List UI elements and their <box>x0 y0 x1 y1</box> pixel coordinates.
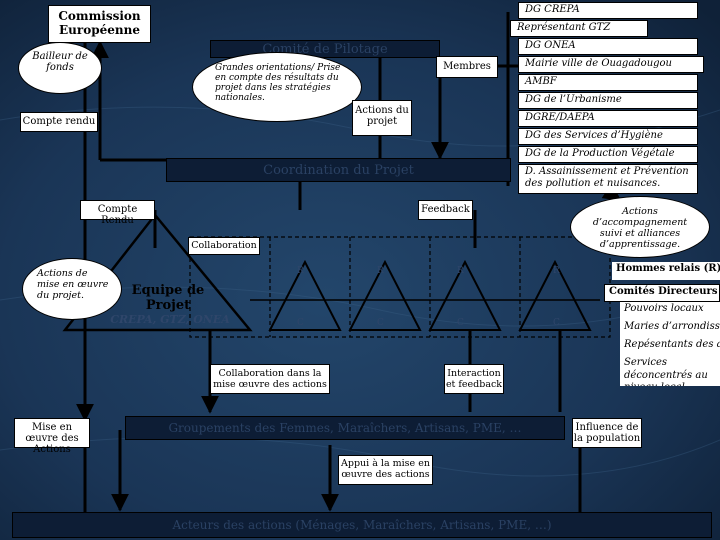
r-label: R <box>377 266 384 276</box>
c-label: C <box>377 318 384 328</box>
r-label: R <box>457 266 464 276</box>
coordination-label: Coordination du Projet <box>263 163 414 178</box>
member-item: DG CREPA <box>518 2 698 19</box>
compte-rendu-left-label: Compte rendu <box>22 116 96 127</box>
c-label: C <box>553 318 560 328</box>
actions-projet-label: Actions du projet <box>355 105 409 127</box>
equipe-title: Equipe de Projet <box>131 283 205 313</box>
member-item: DGRE/DAEPA <box>518 110 698 127</box>
collaboration-label: Collaboration <box>191 240 257 251</box>
membres-box: Membres <box>436 56 498 78</box>
right-list-item: Services déconcentrés au niveau local <box>620 356 720 386</box>
right-list-item: Pouvoirs locaux <box>620 302 720 320</box>
bottom-actors-label: Acteurs des actions (Ménages, Maraîchers… <box>172 518 552 532</box>
equipe-members: CREPA, GTZ, ONEA <box>110 313 230 326</box>
member-item: Représentant GTZ <box>510 20 648 37</box>
interaction-label: Interaction et feedback <box>445 368 503 390</box>
influence-box: Influence de la population <box>572 418 642 448</box>
r-label: R <box>297 266 304 276</box>
membres-label: Membres <box>443 61 491 72</box>
compte-rendu-mid-label: Compte Rendu <box>97 204 138 226</box>
appui-box: Appui à la mise en œuvre des actions <box>338 455 433 485</box>
right-list-item: Maries d’arrondissement <box>620 320 720 338</box>
interaction-box: Interaction et feedback <box>444 364 504 394</box>
r-label: R <box>553 266 560 276</box>
member-item: DG ONEA <box>518 38 698 55</box>
commission-label: Commission Européenne <box>58 9 141 37</box>
bailleur-ellipse: Bailleur de fonds <box>18 42 102 94</box>
acteurs-band-label: Groupements des Femmes, Maraîchers, Arti… <box>168 421 522 435</box>
coordination-box: Coordination du Projet <box>166 158 511 182</box>
influence-label: Influence de la population <box>573 422 641 444</box>
orientations-ellipse: Grandes orientations/ Prise en compte de… <box>192 52 362 122</box>
c-label: C <box>457 318 464 328</box>
member-item: DG de la Production Végétale <box>518 146 698 163</box>
mise-en-oeuvre-box: Mise en œuvre des Actions <box>14 418 90 455</box>
compte-rendu-left-box: Compte rendu <box>20 112 98 132</box>
mise-en-oeuvre-label: Mise en œuvre des Actions <box>25 422 79 455</box>
feedback-label: Feedback <box>421 204 470 215</box>
member-item: DG des Services d’Hygiène <box>518 128 698 145</box>
collaboration-box: Collaboration <box>188 237 260 255</box>
compte-rendu-mid-box: Compte Rendu <box>80 200 155 226</box>
commission-box: Commission Européenne <box>48 5 151 43</box>
bottom-actors-bar: Acteurs des actions (Ménages, Maraîchers… <box>12 512 712 538</box>
accompagnement-label: Actions d’accompagnement suivi et allian… <box>592 206 688 250</box>
collab-mise-box: Collaboration dans la mise œuvre des act… <box>210 364 330 394</box>
orientations-text: Grandes orientations/ Prise en compte de… <box>215 63 341 103</box>
member-item: D. Assainissement et Prévention des poll… <box>518 164 698 194</box>
actions-projet-box: Actions du projet <box>352 100 412 136</box>
accompagnement-ellipse: Actions d’accompagnement suivi et allian… <box>570 196 710 258</box>
actions-mise-label: Actions de mise en œuvre du projet. <box>37 268 109 301</box>
bailleur-label: Bailleur de fonds <box>32 51 88 73</box>
feedback-box: Feedback <box>418 200 473 220</box>
actions-mise-ellipse: Actions de mise en œuvre du projet. <box>22 258 122 320</box>
collab-mise-label: Collaboration dans la mise œuvre des act… <box>213 368 327 390</box>
hommes-relais-label: Hommes relais (R) <box>612 262 720 280</box>
c-label: C <box>297 318 304 328</box>
appui-label: Appui à la mise en œuvre des actions <box>341 458 430 480</box>
member-item: DG de l’Urbanisme <box>518 92 698 109</box>
right-list-item: Repésentants des associations <box>620 338 720 356</box>
member-item: AMBF <box>518 74 698 91</box>
acteurs-band: Groupements des Femmes, Maraîchers, Arti… <box>125 416 565 440</box>
comites-directeurs-label: Comités Directeurs (C) <box>604 284 720 302</box>
member-item: Mairie ville de Ouagadougou <box>518 56 704 73</box>
